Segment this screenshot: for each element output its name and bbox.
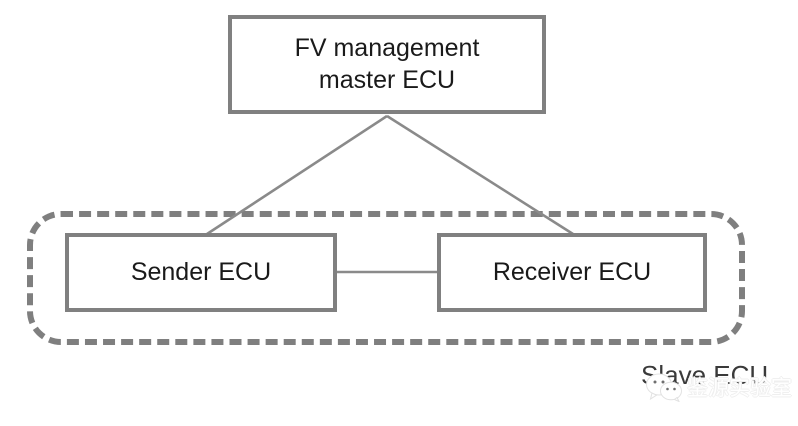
node-receiver-label: Receiver ECU: [492, 257, 652, 286]
group-caption-slave-ecu: Slave ECU: [641, 360, 769, 390]
node-fv-management-master-ecu[interactable]: FV management master ECU: [228, 15, 546, 114]
node-master-label-line2: master ECU: [318, 65, 456, 94]
slave-ecu-group-boundary: [27, 211, 745, 345]
edge-master-to-receiver: [386, 114, 574, 236]
node-sender-ecu[interactable]: Sender ECU: [65, 233, 337, 312]
node-receiver-ecu[interactable]: Receiver ECU: [437, 233, 707, 312]
node-master-label-line1: FV management: [294, 34, 480, 63]
node-sender-label: Sender ECU: [130, 257, 272, 286]
edge-master-to-sender: [206, 114, 388, 236]
node-master-label: FV management master ECU: [295, 33, 480, 96]
